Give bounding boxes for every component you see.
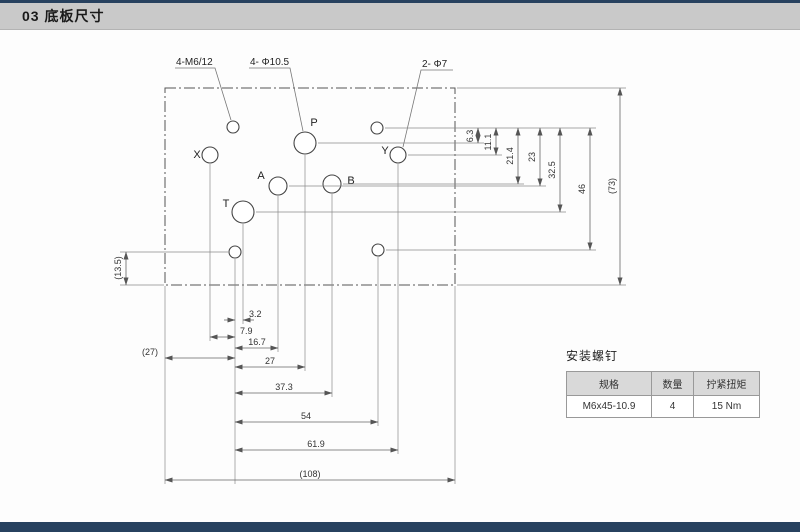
mounting-holes	[226, 120, 385, 259]
label-port-y: Y	[381, 145, 389, 157]
cell-spec: M6x45-10.9	[566, 395, 652, 418]
mounting-hole-top-left	[226, 120, 240, 134]
mounting-hole-top-right	[370, 121, 384, 135]
dim-11-1: 11.1	[483, 134, 493, 151]
leader-line-pilot-ports	[402, 69, 453, 148]
port-letter-labels: X P Y A B T	[193, 117, 389, 210]
mounting-screw-table: 安装螺钉 规格 数量 拧紧扭矩 M6x45-10.9 4 15 Nm	[566, 347, 760, 418]
label-port-b: B	[347, 175, 354, 187]
dim-21-4: 21.4	[505, 147, 515, 165]
cell-quantity: 4	[651, 395, 694, 418]
dim-27: 27	[265, 356, 275, 366]
top-accent-bar	[0, 0, 800, 3]
dim-27-paren: (27)	[142, 347, 158, 357]
dim-16-7: 16.7	[248, 337, 266, 347]
mounting-screw-table-title: 安装螺钉	[566, 349, 619, 363]
table-header-row: 规格 数量 拧紧扭矩	[566, 371, 760, 396]
right-extension-lines	[256, 87, 626, 286]
label-port-t: T	[223, 198, 230, 210]
right-dimension-texts: 6.3 11.1 21.4 23 32.5 46 (73)	[465, 130, 617, 194]
label-port-a: A	[257, 170, 265, 182]
port-a-hole	[268, 176, 288, 196]
label-port-p: P	[310, 117, 317, 129]
dim-13-5: (13.5)	[113, 256, 123, 280]
bottom-dimension-texts: 3.2 7.9 16.7 (27) 27 37.3 54 61.9 (108)	[142, 309, 325, 479]
dim-23: 23	[527, 152, 537, 162]
mounting-hole-bottom-right	[371, 243, 385, 257]
dim-6-3: 6.3	[465, 130, 475, 143]
port-y-hole	[389, 146, 407, 164]
page-title: 03 底板尺寸	[22, 8, 105, 24]
leader-callouts: 4-M6/12 4- Φ10.5 2- Φ7	[175, 57, 453, 148]
dim-108: (108)	[299, 469, 320, 479]
callout-main-ports: 4- Φ10.5	[250, 57, 290, 68]
dim-54: 54	[301, 411, 311, 421]
left-dimension: (13.5)	[113, 251, 228, 286]
port-t-hole	[231, 200, 255, 224]
right-dimension-lines	[475, 87, 623, 286]
dim-37-3: 37.3	[275, 382, 293, 392]
dim-73: (73)	[607, 178, 617, 194]
port-x-hole	[201, 146, 219, 164]
cell-torque: 15 Nm	[693, 395, 760, 418]
dim-3-2: 3.2	[249, 309, 262, 319]
dim-46: 46	[577, 184, 587, 194]
leader-line-mounting	[175, 67, 232, 121]
col-header-quantity: 数量	[651, 371, 694, 396]
leader-line-main-ports	[249, 67, 304, 132]
port-b-hole	[322, 174, 342, 194]
dim-7-9: 7.9	[240, 326, 253, 336]
dim-61-9: 61.9	[307, 439, 325, 449]
label-port-x: X	[193, 149, 201, 161]
dim-32-5: 32.5	[547, 161, 557, 179]
table-row: M6x45-10.9 4 15 Nm	[566, 395, 760, 418]
mounting-hole-bottom-left	[228, 245, 242, 259]
page-header: 03 底板尺寸	[0, 3, 800, 30]
callout-mounting-holes: 4-M6/12	[176, 57, 213, 68]
port-p-hole	[293, 131, 317, 155]
bottom-dimension-lines	[164, 317, 456, 483]
col-header-torque: 拧紧扭矩	[693, 371, 760, 396]
port-holes	[201, 131, 407, 224]
callout-pilot-ports: 2- Φ7	[422, 59, 448, 70]
col-header-spec: 规格	[566, 371, 652, 396]
subplate-outline	[164, 87, 456, 286]
bottom-accent-bar	[0, 522, 800, 532]
bottom-extension-lines	[164, 155, 456, 484]
